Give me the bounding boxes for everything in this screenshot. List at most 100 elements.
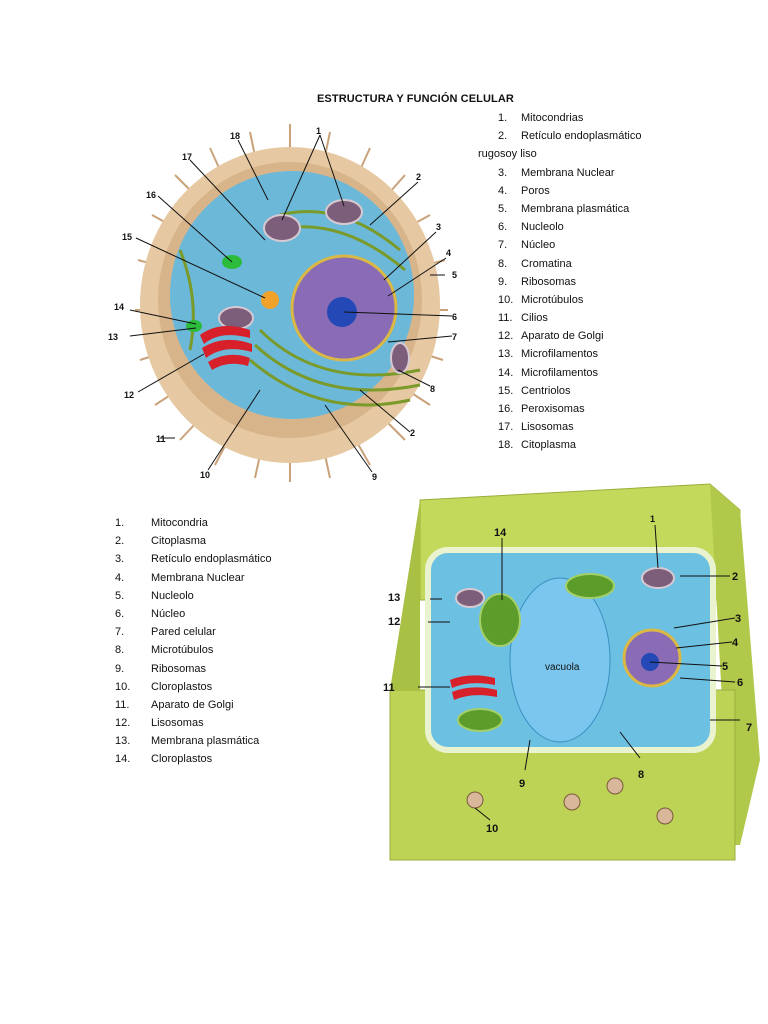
label-11: 11 bbox=[156, 434, 166, 444]
label-18: 18 bbox=[230, 131, 240, 141]
label-8: 8 bbox=[430, 384, 435, 394]
list-item: 17.Lisosomas bbox=[498, 418, 758, 436]
centriole bbox=[261, 291, 279, 309]
item-number: 14. bbox=[498, 366, 514, 379]
item-text: Lisosomas bbox=[151, 717, 204, 730]
label-10: 10 bbox=[486, 823, 498, 835]
animal-cell-legend: 1. Mitocondrias 2. Retículo endoplasmático… bbox=[478, 109, 758, 455]
golgi-apparatus bbox=[450, 675, 497, 700]
plant-cell-legend: 1.Mitocondria 2.Citoplasma 3.Retículo en… bbox=[115, 514, 375, 769]
item-text: Mitocondria bbox=[151, 517, 208, 529]
item-number: 9. bbox=[115, 662, 125, 675]
chloroplast bbox=[479, 593, 521, 647]
label-7: 7 bbox=[452, 332, 457, 342]
label-2b: 2 bbox=[410, 428, 415, 438]
item-number: 12. bbox=[498, 330, 514, 343]
item-text: Microtúbulos bbox=[521, 293, 584, 306]
list-item: 8.Microtúbulos bbox=[115, 641, 375, 659]
label-lines bbox=[418, 524, 740, 821]
item-number: 4. bbox=[115, 571, 125, 584]
item-number: 11. bbox=[115, 698, 130, 711]
item-number: 3. bbox=[115, 553, 125, 566]
list-item: 5.Nucleolo bbox=[115, 587, 375, 605]
item-text: Citoplasma bbox=[151, 535, 207, 548]
label-13: 13 bbox=[388, 592, 400, 604]
list-item: 1. Mitocondrias bbox=[498, 109, 758, 127]
list-item: 13. Membrana plasmática bbox=[115, 732, 375, 750]
item-number: 14. bbox=[115, 753, 131, 766]
list-item: 18.Citoplasma bbox=[498, 436, 758, 454]
cell-wall-pits bbox=[466, 777, 674, 825]
item-number: 13. bbox=[115, 735, 131, 748]
list-item: 14. Microfilamentos bbox=[498, 364, 758, 382]
list-item: 11. Cilios bbox=[498, 309, 758, 327]
list-item: 12. Lisosomas bbox=[115, 714, 375, 732]
item-number: 5. bbox=[115, 589, 125, 602]
label-4: 4 bbox=[446, 248, 451, 258]
item-text: Peroxisomas bbox=[521, 403, 585, 416]
item-number: 12. bbox=[115, 717, 131, 730]
list-item: 10.Microtúbulos bbox=[498, 291, 758, 309]
item-text: Núcleo bbox=[151, 607, 186, 620]
label-12: 12 bbox=[388, 616, 400, 628]
item-text: Cromatina bbox=[521, 257, 572, 270]
label-8: 8 bbox=[638, 769, 644, 781]
list-item: 6.Nucleolo bbox=[498, 218, 758, 236]
item-text: Centriolos bbox=[521, 384, 571, 397]
label-3: 3 bbox=[735, 613, 741, 625]
label-11: 11 bbox=[383, 682, 395, 694]
list-item: 8. Cromatina bbox=[498, 255, 758, 273]
item-number: 11. bbox=[498, 312, 513, 325]
label-16: 16 bbox=[146, 190, 156, 200]
label-4: 4 bbox=[732, 637, 739, 649]
list-item: 4.Poros bbox=[498, 182, 758, 200]
item-number: 15. bbox=[498, 384, 514, 397]
item-text: Membrana Nuclear bbox=[151, 571, 245, 584]
label-13: 13 bbox=[108, 332, 118, 342]
list-item: 7.Pared celular bbox=[115, 623, 375, 641]
mitochondrion bbox=[263, 214, 301, 242]
label-17: 17 bbox=[182, 152, 192, 162]
item-number: 3. bbox=[498, 166, 508, 179]
label-1: 1 bbox=[316, 126, 321, 136]
list-item: 3. Membrana Nuclear bbox=[498, 164, 758, 182]
list-item: 16.Peroxisomas bbox=[498, 400, 758, 418]
item-number: 7. bbox=[498, 239, 508, 252]
list-item: 12.Aparato de Golgi bbox=[498, 327, 758, 345]
item-text: Retículo endoplasmático bbox=[521, 130, 642, 143]
list-item: 1.Mitocondria bbox=[115, 514, 375, 532]
item-number: 5. bbox=[498, 202, 508, 215]
diagram-labels: 1 2 3 4 5 6 7 8 2 9 10 11 12 13 14 15 16… bbox=[108, 126, 457, 482]
label-5: 5 bbox=[722, 661, 728, 673]
label-10: 10 bbox=[200, 470, 210, 480]
mitochondrion bbox=[455, 588, 485, 608]
item-number: 2. bbox=[498, 130, 508, 143]
item-number: 18. bbox=[498, 439, 514, 452]
label-2: 2 bbox=[732, 571, 738, 583]
list-item: 5.Membrana plasmática bbox=[498, 200, 758, 218]
label-5: 5 bbox=[452, 270, 457, 280]
item-number: 6. bbox=[115, 607, 125, 620]
item-text: Ribosomas bbox=[521, 275, 577, 288]
label-14: 14 bbox=[494, 527, 507, 539]
item-number: 7. bbox=[115, 626, 125, 639]
item-number: 13. bbox=[498, 348, 514, 361]
item-number: 1. bbox=[498, 112, 508, 124]
list-item: 4. Membrana Nuclear bbox=[115, 569, 375, 587]
item-text: Microfilamentos bbox=[521, 366, 599, 379]
label-3: 3 bbox=[436, 222, 441, 232]
item-text: Membrana Nuclear bbox=[521, 166, 615, 179]
item-text: Membrana plasmática bbox=[151, 735, 260, 748]
chloroplast bbox=[565, 573, 615, 599]
golgi-apparatus bbox=[200, 326, 252, 370]
label-2: 2 bbox=[416, 172, 421, 182]
list-item: 13.Microfilamentos bbox=[498, 345, 758, 363]
item-number: 8. bbox=[498, 257, 508, 270]
list-item: 11.Aparato de Golgi bbox=[115, 696, 375, 714]
label-6: 6 bbox=[452, 312, 457, 322]
label-9: 9 bbox=[372, 472, 377, 482]
item-text: Mitocondrias bbox=[521, 112, 584, 124]
item-text: Cilios bbox=[521, 312, 548, 325]
list-item: 2.Citoplasma bbox=[115, 532, 375, 550]
